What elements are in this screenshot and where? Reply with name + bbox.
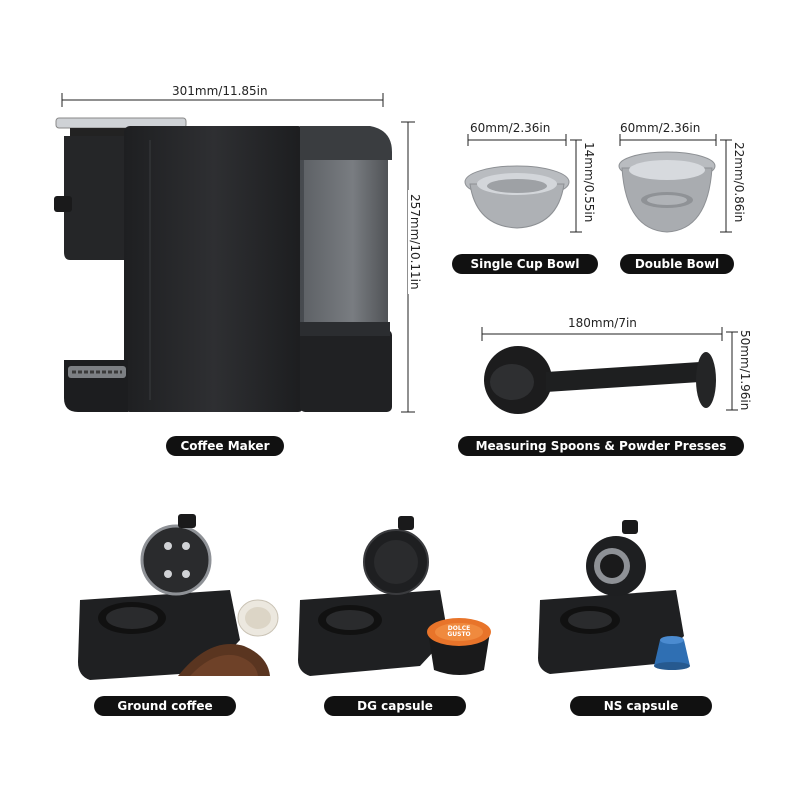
- coffee-maker-width-label: 301mm/11.85in: [168, 84, 272, 98]
- single-bowl-height-label: 14mm/0.55in: [582, 142, 596, 223]
- double-bowl-width-label: 60mm/2.36in: [620, 121, 701, 135]
- single-bowl-label: Single Cup Bowl: [452, 254, 598, 274]
- ns-capsule-label: NS capsule: [570, 696, 712, 716]
- single-bowl-width-label: 60mm/2.36in: [470, 121, 551, 135]
- spoon-width-label: 180mm/7in: [564, 316, 641, 330]
- coffee-maker-label: Coffee Maker: [166, 436, 284, 456]
- dg-capsule-print: DOLCE GUSTO: [447, 625, 471, 638]
- double-bowl-height-label: 22mm/0.86in: [732, 142, 746, 223]
- dg-capsule-label: DG capsule: [324, 696, 466, 716]
- double-bowl-label: Double Bowl: [620, 254, 734, 274]
- coffee-maker-height-label: 257mm/10.11in: [408, 190, 422, 294]
- spoon-height-label: 50mm/1.96in: [738, 330, 752, 411]
- spoon-label: Measuring Spoons & Powder Presses: [458, 436, 744, 456]
- ground-coffee-label: Ground coffee: [94, 696, 236, 716]
